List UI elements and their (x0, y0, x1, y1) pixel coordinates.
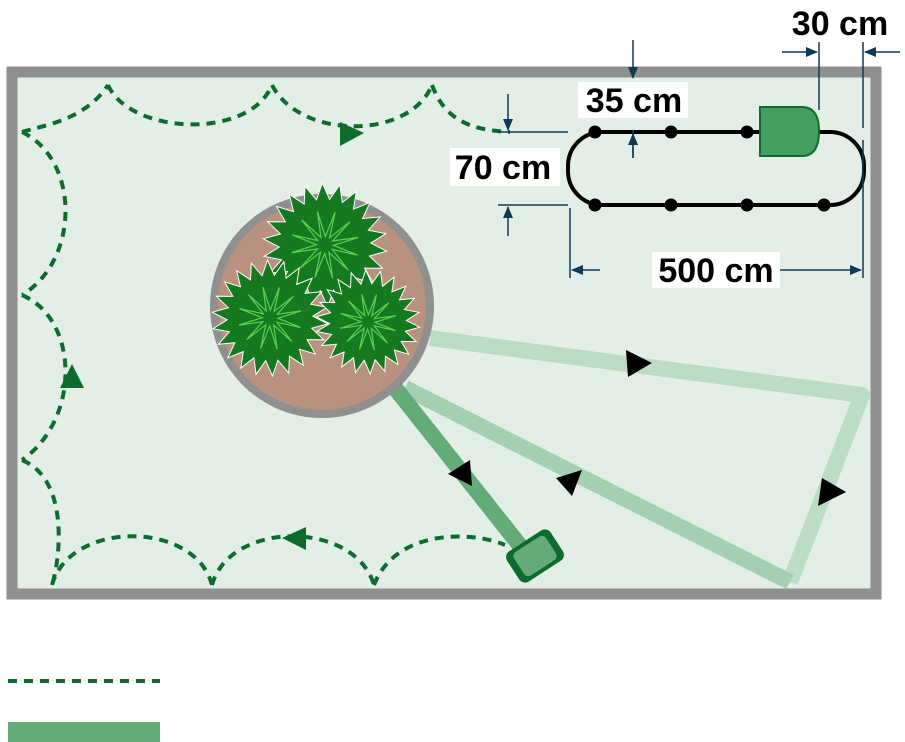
width-dimension-label: 70 cm (455, 149, 551, 187)
plant-clump (314, 268, 422, 376)
dimension-label-background (578, 82, 688, 118)
arrow-right-icon (340, 122, 364, 146)
wire-peg (740, 198, 754, 212)
dimension-label-background (784, 4, 894, 42)
plant-clump (210, 258, 330, 378)
arrow-down-icon (818, 478, 846, 506)
dimension-lines (498, 40, 900, 278)
plant-leaf-veins (339, 293, 397, 351)
wire-peg (664, 198, 678, 212)
length-dimension-label: 500 cm (658, 252, 773, 290)
arrow-upleft-icon (448, 460, 472, 486)
wire-pegs (588, 125, 831, 212)
legend (8, 679, 160, 742)
legend-swatch-solid (8, 722, 160, 742)
plant-leaf-veins (238, 286, 302, 350)
boundary-wire-loop (566, 130, 866, 207)
dock-offset-dimension-label: 30 cm (792, 5, 888, 43)
arrow-right-icon (626, 350, 652, 377)
wire-peg (664, 125, 678, 139)
robotic-mower-icon (506, 529, 564, 583)
dimension-label-background (450, 148, 560, 186)
random-path-direction-arrows (60, 122, 364, 550)
arrow-up-icon (60, 364, 84, 388)
wire-spacing-dimension-label: 35 cm (586, 82, 682, 120)
random-mowing-path (20, 83, 511, 586)
arrow-left-icon (282, 527, 306, 550)
plant-leaf-veins (291, 211, 359, 279)
charging-station-icon (759, 106, 821, 157)
plant-icon (210, 181, 422, 378)
wire-peg (588, 125, 602, 139)
dimension-label-background (652, 252, 780, 288)
systematic-path-direction-arrows (448, 350, 846, 506)
arrow-upleft-icon (556, 470, 582, 496)
wire-peg (740, 125, 754, 139)
wire-peg (588, 198, 602, 212)
wire-peg (817, 198, 831, 212)
